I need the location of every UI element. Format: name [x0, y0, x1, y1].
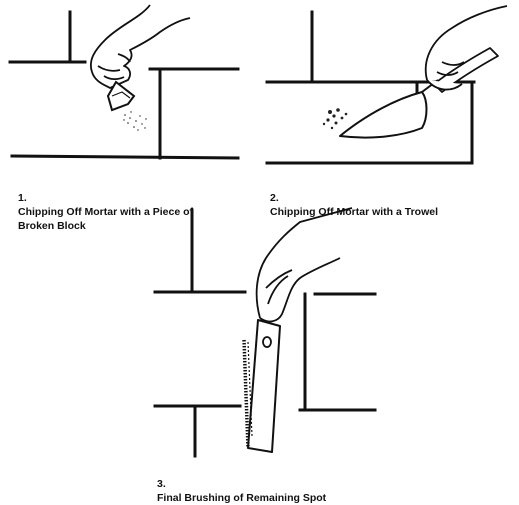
mortar-joint-lower — [10, 154, 240, 160]
brick-wall-icon — [265, 5, 508, 165]
step-1-number: 1. — [18, 192, 27, 204]
step-3-illustration — [140, 200, 390, 462]
step-1-caption: 1. Chipping Off Mortar with a Piece of B… — [18, 177, 258, 233]
step-2-number: 2. — [270, 192, 279, 204]
broken-block-icon — [106, 80, 136, 112]
brush-icon — [242, 319, 281, 453]
hand-icon — [424, 5, 508, 93]
brick-wall-icon — [8, 4, 240, 160]
step-3-caption: 3. Final Brushing of Remaining Spot — [157, 463, 417, 505]
step-2-caption: 2. Chipping Off Mortar with a Trowel — [270, 177, 515, 219]
step-3-number: 3. — [157, 478, 166, 490]
trowel-icon — [339, 79, 439, 139]
step-2-text: Chipping Off Mortar with a Trowel — [270, 206, 438, 218]
mortar-joint-upper — [153, 290, 377, 296]
step-1-illustration — [0, 0, 250, 180]
brick-wall-icon — [153, 207, 377, 458]
mortar-spot — [322, 108, 348, 130]
hand-icon — [90, 4, 191, 89]
step-3-text: Final Brushing of Remaining Spot — [157, 492, 327, 504]
mortar-joint-lower — [153, 404, 377, 412]
step-2-illustration — [262, 0, 519, 180]
hand-icon — [255, 207, 353, 348]
mortar-dust — [123, 111, 147, 131]
mortar-joint-upper — [8, 60, 240, 71]
step-1-text: Chipping Off Mortar with a Piece of Brok… — [18, 206, 194, 232]
